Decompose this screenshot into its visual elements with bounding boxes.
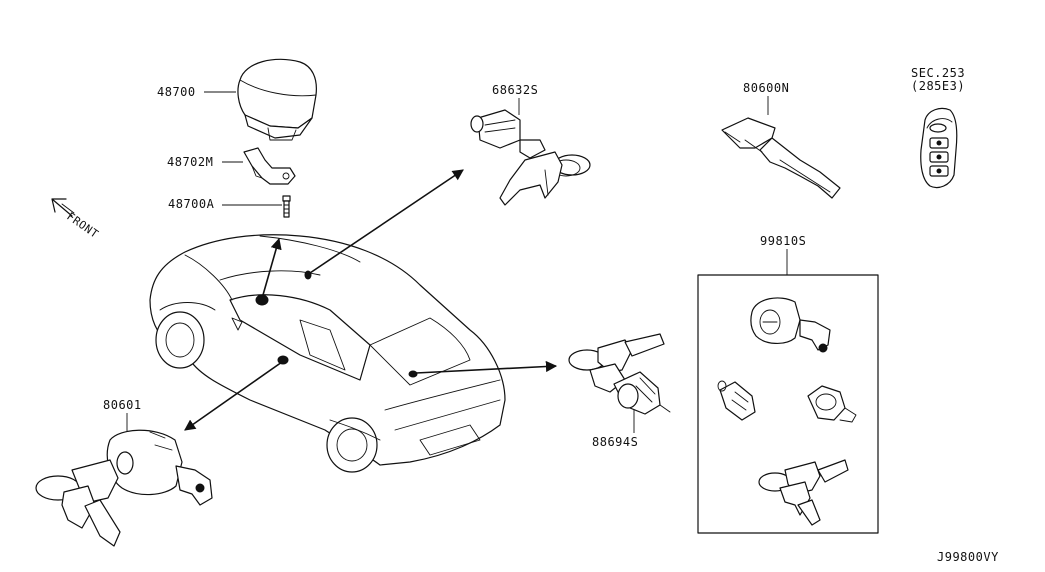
part-sec253-code: SEC.253 — [911, 66, 965, 80]
part-88694s-code: 88694S — [592, 435, 638, 449]
part-sec253-sub: (285E3) — [911, 79, 965, 93]
callout-arrows — [184, 169, 558, 431]
part-68632s: 68632S — [470, 83, 591, 206]
diagram-id: J99800VY — [937, 550, 999, 564]
part-48700a: 48700A — [168, 195, 291, 218]
part-48700a-code: 48700A — [168, 197, 215, 211]
part-99810s-code: 99810S — [760, 234, 806, 248]
front-arrow-icon — [51, 198, 73, 217]
arrow-to-door-lock — [184, 361, 283, 431]
arrow-to-ignition — [262, 237, 282, 296]
kit-box — [697, 274, 879, 534]
part-68632s-code: 68632S — [492, 83, 538, 97]
front-label: FRONT — [64, 210, 101, 241]
part-80601: 80601 — [35, 398, 213, 547]
part-48700-code: 48700 — [157, 85, 196, 99]
part-88694s: 88694S — [568, 333, 671, 449]
front-direction-indicator: FRONT — [51, 198, 101, 241]
part-48700: 48700 — [157, 58, 317, 141]
part-99810s: 99810S — [697, 234, 879, 534]
part-48702m: 48702M — [167, 147, 296, 185]
part-80601-code: 80601 — [103, 398, 142, 412]
vehicle-illustration — [149, 234, 506, 473]
arrow-to-trunk-lock — [415, 360, 558, 374]
part-48702m-code: 48702M — [167, 155, 213, 169]
part-80600n: 80600N — [721, 81, 841, 199]
smart-key-logo-icon — [929, 123, 947, 133]
part-80600n-code: 80600N — [743, 81, 789, 95]
part-sec253: SEC.253 (285E3) — [911, 66, 965, 189]
arrow-to-glovebox-lock — [309, 169, 464, 274]
